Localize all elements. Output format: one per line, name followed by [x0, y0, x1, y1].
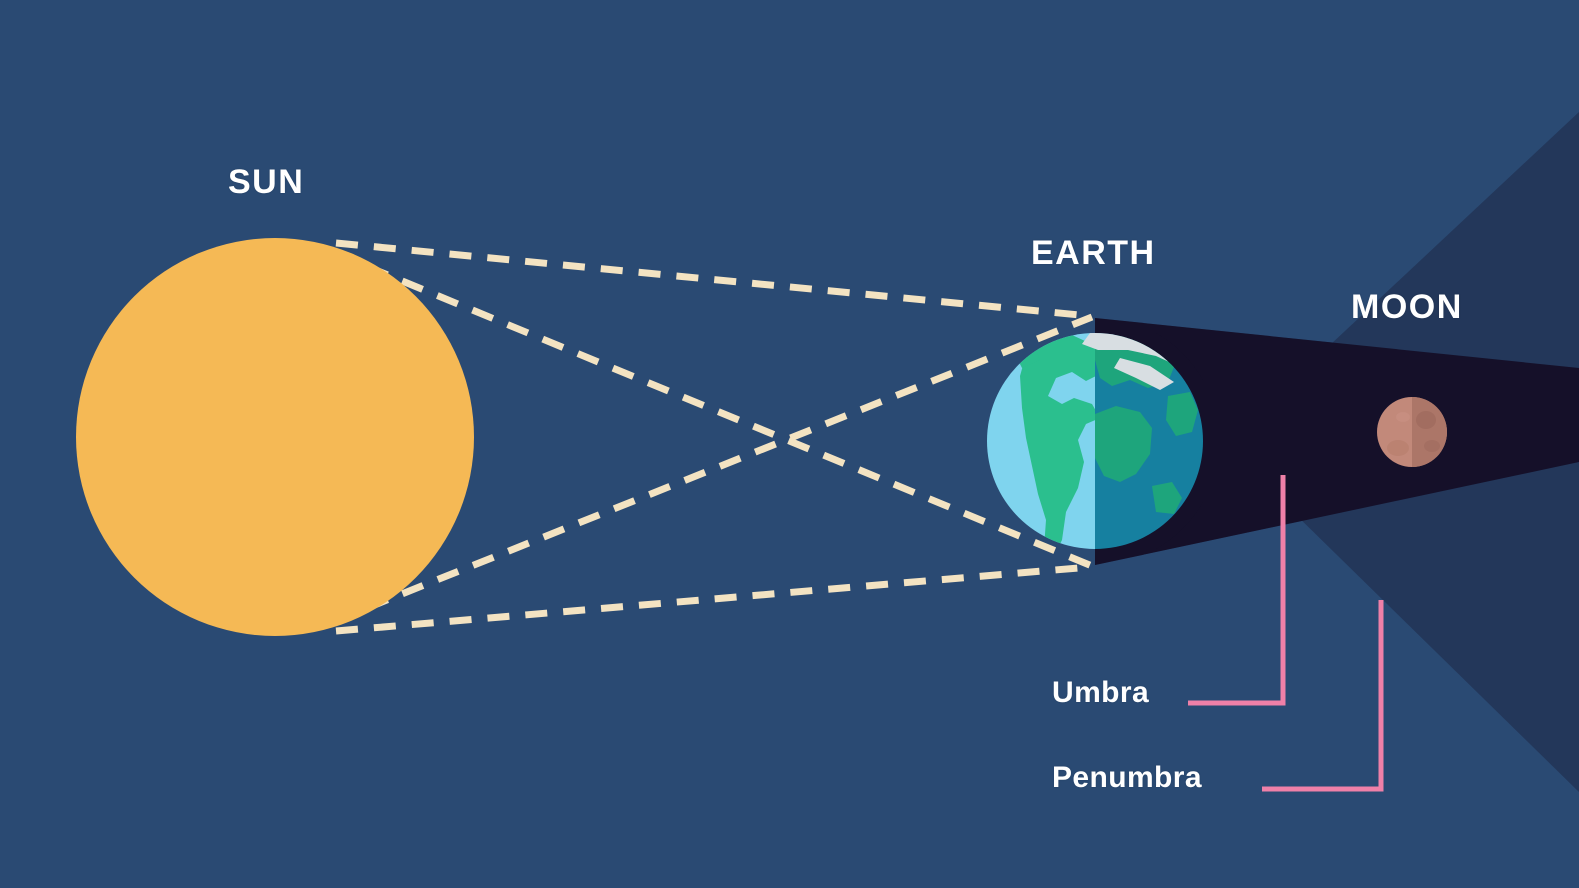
earth-label: EARTH	[1031, 234, 1156, 272]
umbra-leader-line	[1188, 475, 1286, 706]
light-ray-outer-bottom	[335, 563, 1091, 635]
penumbra-label: Penumbra	[1052, 761, 1202, 794]
umbra-label: Umbra	[1052, 676, 1150, 709]
sun-light-rays	[330, 239, 1094, 635]
light-ray-cross-down	[330, 248, 1094, 570]
callout-leader-lines	[1188, 475, 1384, 792]
moon-body	[1377, 397, 1447, 467]
moon-label: MOON	[1351, 288, 1463, 326]
penumbra-leader-line	[1262, 600, 1384, 792]
light-ray-outer-top	[335, 239, 1091, 320]
sun-body	[76, 238, 474, 636]
sun-label: SUN	[228, 163, 305, 201]
